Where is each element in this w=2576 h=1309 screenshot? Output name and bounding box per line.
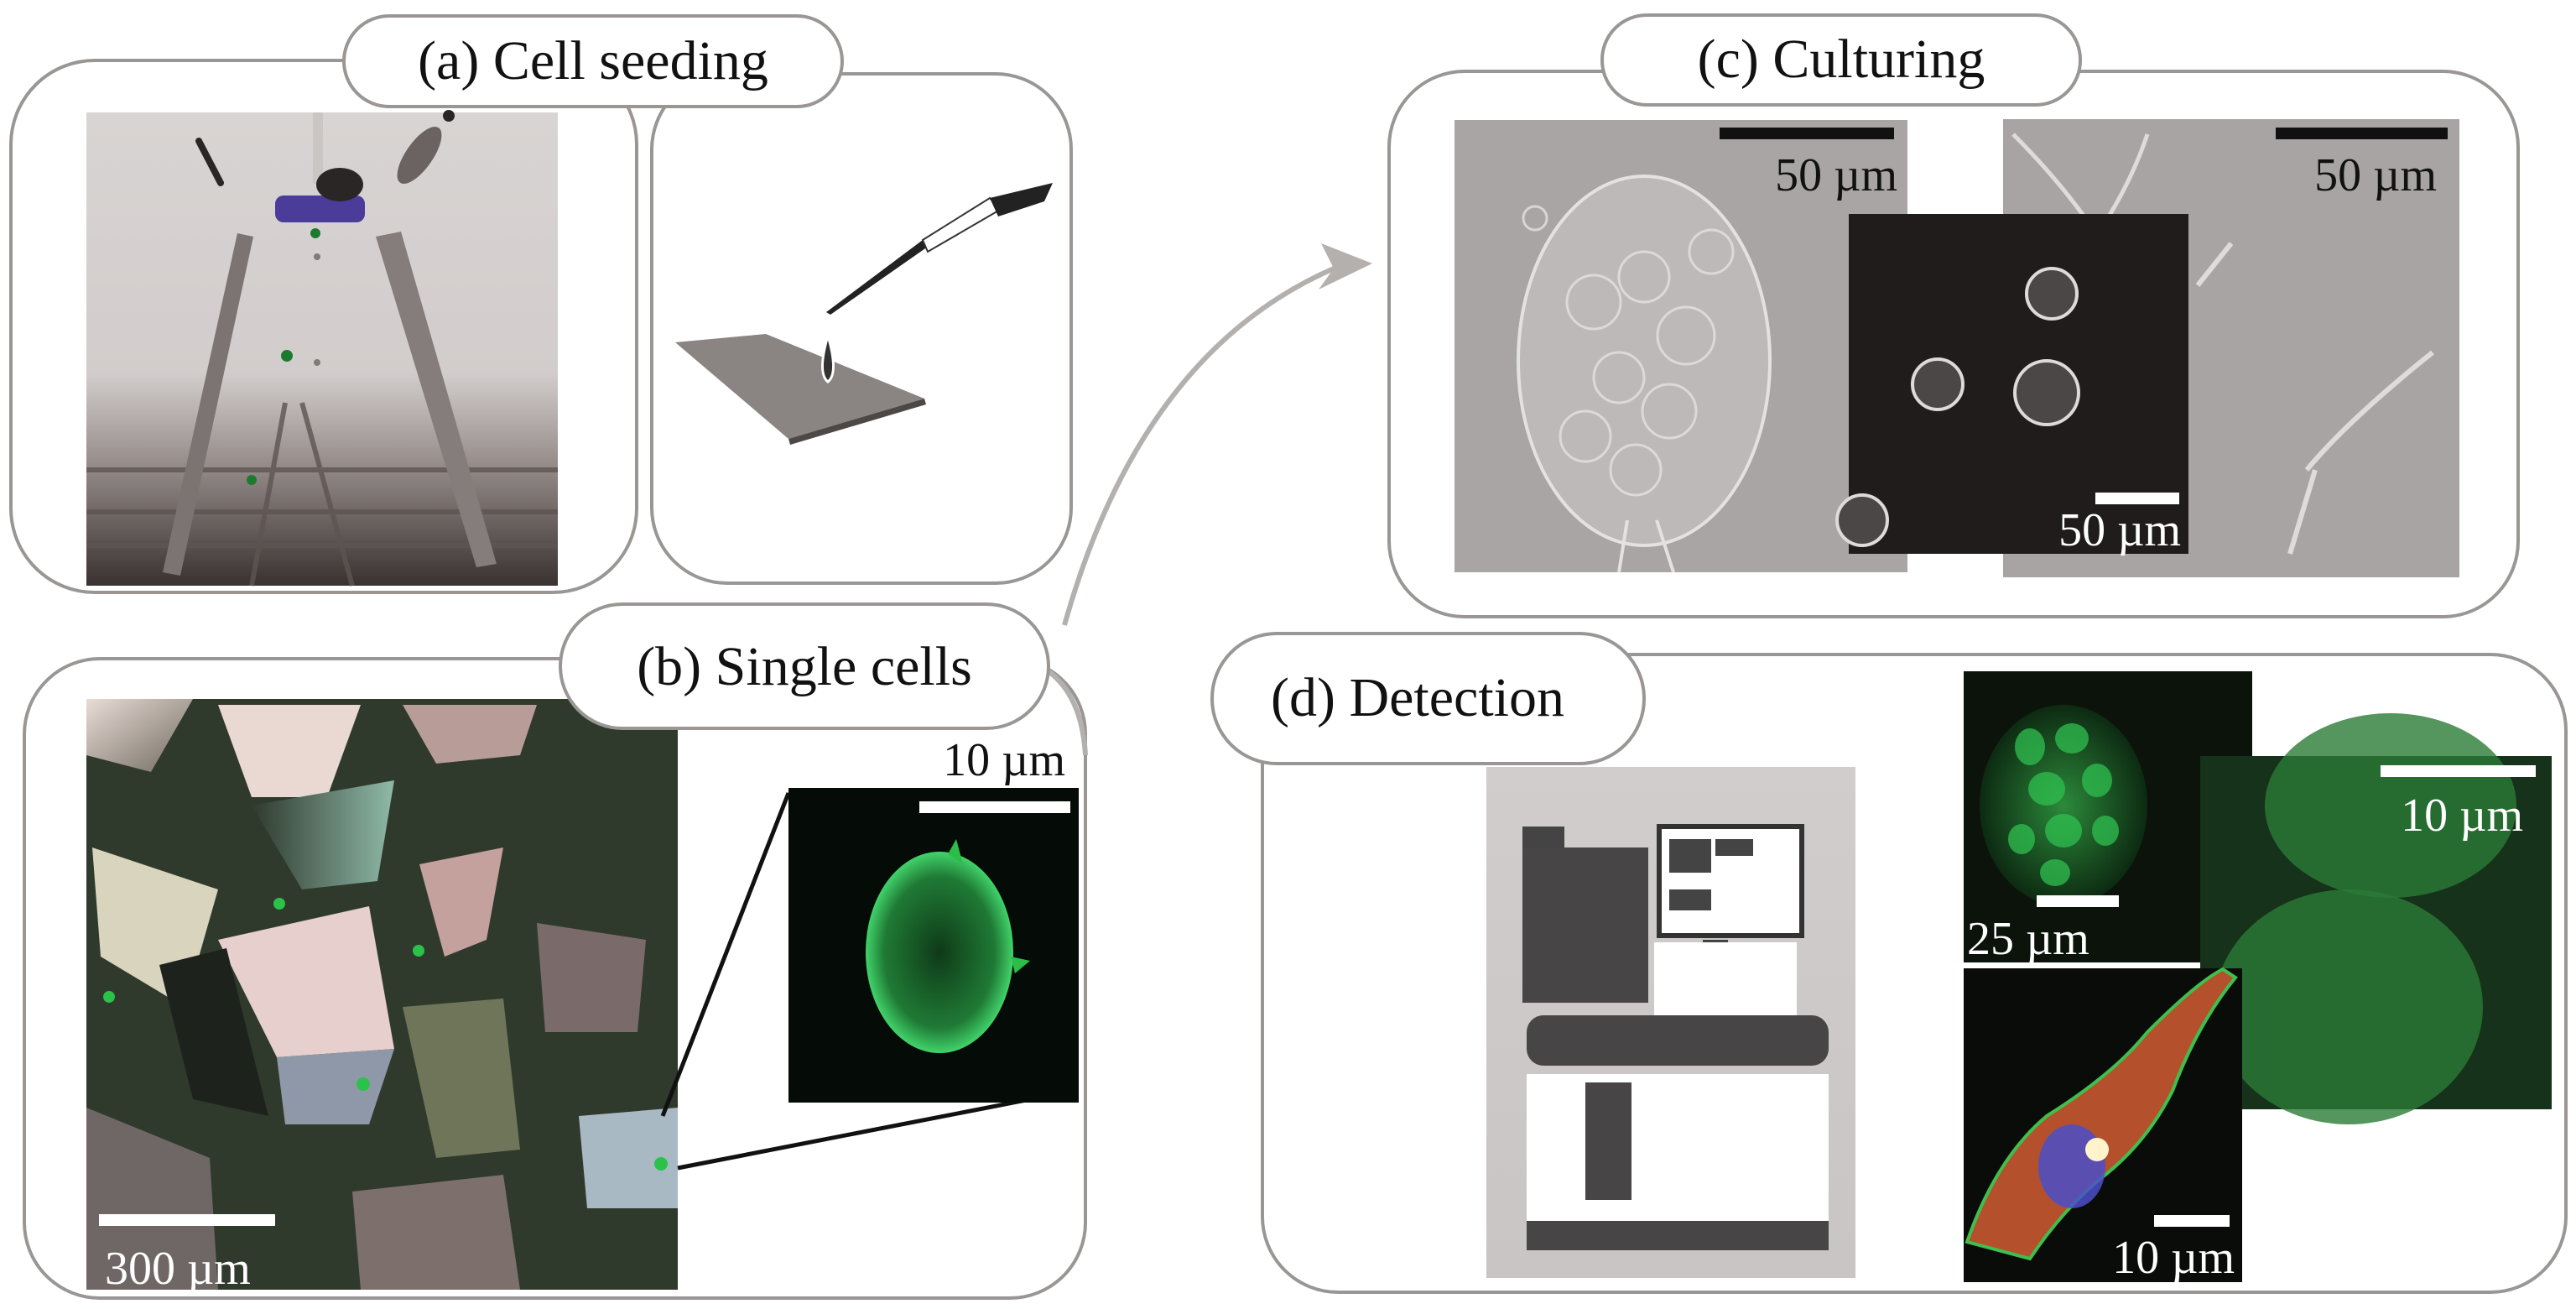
panel-a-right-frame bbox=[650, 72, 1073, 585]
microwell-array-render: 300 µm bbox=[86, 699, 678, 1295]
pipette-tip bbox=[826, 240, 928, 315]
scale-bar-10um bbox=[919, 801, 1070, 813]
dispenser-head bbox=[275, 196, 365, 222]
panel-label-d: (d) Detection bbox=[1210, 632, 1646, 765]
scale-bar-50um-inset bbox=[2095, 493, 2179, 504]
scale-label-10um-b: 10 µm bbox=[943, 734, 1065, 786]
scale-label-10um-green: 10 µm bbox=[2401, 790, 2523, 842]
zoom-connector-line bbox=[677, 1088, 1075, 1171]
culture-darkfield-inset: 50 µm bbox=[1835, 214, 2188, 556]
fluorescence-stained-cell: 10 µm bbox=[1964, 967, 2242, 1284]
pipette-chip-sketch bbox=[675, 183, 1053, 445]
image-separator bbox=[1964, 962, 2200, 968]
instrument-monitor bbox=[1657, 824, 1804, 938]
microwell-chip bbox=[675, 334, 924, 439]
scale-bar-25um bbox=[2037, 895, 2119, 907]
scale-bar-50um-right bbox=[2276, 128, 2448, 139]
zoom-connector-line bbox=[660, 792, 791, 1117]
scale-bar-50um-left bbox=[1720, 128, 1894, 139]
falling-cell bbox=[247, 475, 257, 485]
panel-a bbox=[9, 59, 1073, 594]
single-cell bbox=[866, 852, 1013, 1053]
scale-label-25um: 25 µm bbox=[1967, 913, 2089, 965]
nucleus bbox=[2038, 1124, 2105, 1208]
falling-cell bbox=[310, 228, 320, 238]
panel-label-a: (a) Cell seeding bbox=[342, 14, 844, 108]
panel-label-b: (b) Single cells bbox=[559, 602, 1050, 730]
scale-bar-10um-green bbox=[2381, 765, 2536, 777]
panel-b: 300 µm 10 µm bbox=[23, 657, 1087, 1300]
scale-bar-10um-cell bbox=[2154, 1215, 2230, 1227]
scale-label-300um: 300 µm bbox=[105, 1243, 251, 1295]
fluorescence-green-closeup: 10 µm bbox=[2200, 713, 2552, 1124]
culture-brightfield-left: 50 µm bbox=[1455, 120, 1907, 573]
droplet bbox=[821, 331, 835, 383]
single-cell-fluorescence-inset bbox=[788, 788, 1079, 1103]
detection-instrument-photo bbox=[1486, 767, 1855, 1278]
instrument-module bbox=[1522, 847, 1648, 1003]
flow-arrow-b-to-c bbox=[1062, 266, 1335, 626]
panel-label-a-text: (a) Cell seeding bbox=[418, 30, 768, 91]
scale-label-50um-right: 50 µm bbox=[2314, 149, 2437, 201]
selected-cell bbox=[654, 1157, 668, 1171]
scale-label-50um-left: 50 µm bbox=[1775, 149, 1897, 201]
cell-dispenser-render bbox=[86, 110, 558, 587]
scale-label-50um-inset: 50 µm bbox=[2058, 504, 2181, 556]
panel-c: 50 µm 50 µm 50 µm bbox=[1387, 70, 2520, 618]
panel-label-c: (c) Culturing bbox=[1600, 13, 2082, 107]
panel-label-b-text: (b) Single cells bbox=[637, 636, 972, 697]
scale-label-10um-cell: 10 µm bbox=[2112, 1232, 2235, 1284]
scale-bar-300um bbox=[99, 1214, 275, 1226]
panel-b-frame-arc bbox=[1047, 669, 1088, 756]
panel-label-d-text: (d) Detection bbox=[1271, 667, 1564, 728]
falling-cell bbox=[281, 350, 293, 362]
flow-arrowhead bbox=[1319, 243, 1372, 289]
panel-d: 25 µm 10 µm 10 µm bbox=[1261, 653, 2568, 1294]
panel-label-c-text: (c) Culturing bbox=[1698, 29, 1985, 90]
